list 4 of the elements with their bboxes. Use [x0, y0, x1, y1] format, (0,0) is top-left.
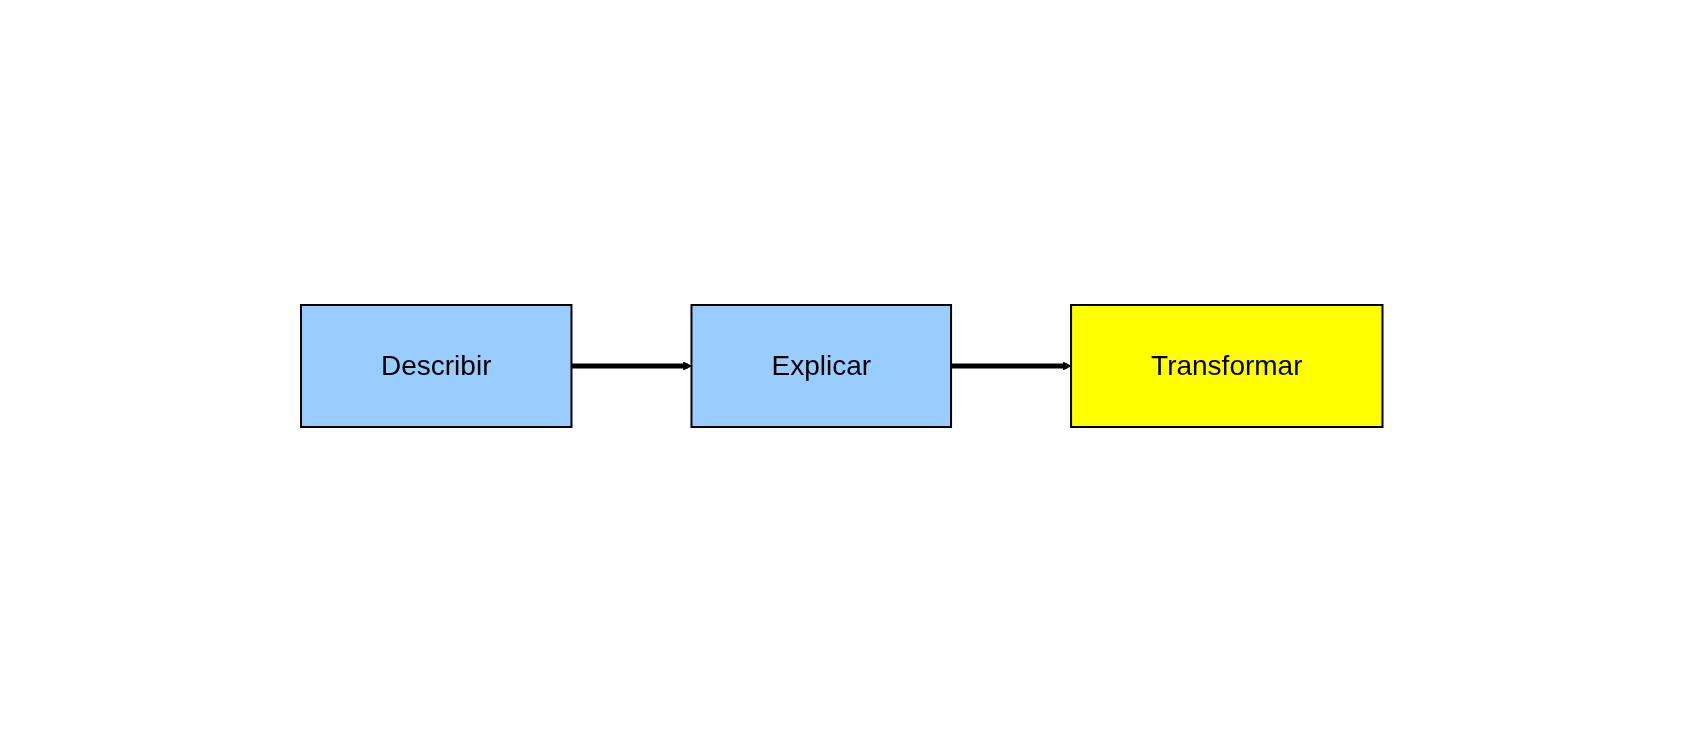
node-box: Explicar [690, 303, 953, 428]
node-box: Transformar [1070, 303, 1384, 428]
node-box: Describir [300, 303, 573, 428]
arrow [951, 361, 1072, 370]
